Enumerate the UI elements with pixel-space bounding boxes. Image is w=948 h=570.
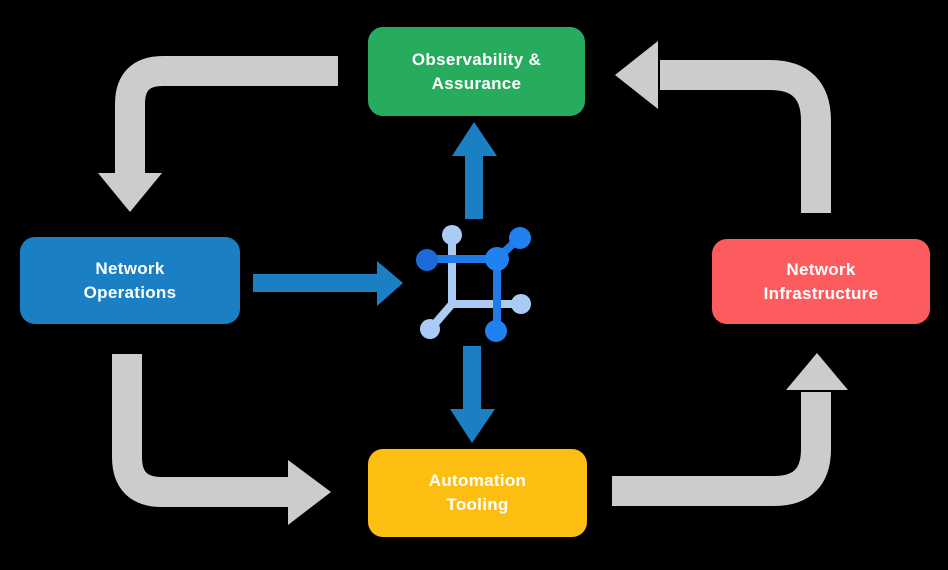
icon-node-left xyxy=(416,249,438,271)
gray-arrow-top-right-head xyxy=(615,41,658,109)
node-observability-assurance: Observability & Assurance xyxy=(368,27,585,116)
blue-arrow-up-head xyxy=(452,122,497,156)
node-network-infrastructure: Network Infrastructure xyxy=(712,239,930,324)
gray-arrow-top-left-head xyxy=(98,173,162,212)
node-automation-line1: Automation xyxy=(428,471,527,490)
blue-arrow-up xyxy=(452,122,497,219)
node-automation-line2: Tooling xyxy=(446,495,509,514)
gray-arrow-bottom-left-shaft xyxy=(112,354,290,507)
node-network-operations: Network Operations xyxy=(20,237,240,324)
gray-arrow-top-left-shaft xyxy=(115,56,338,176)
node-operations-line1: Network xyxy=(95,258,165,278)
gray-arrow-top-left xyxy=(98,56,338,212)
node-operations-line2: Operations xyxy=(83,282,177,302)
gray-arrow-bottom-right-shaft xyxy=(612,392,831,506)
node-automation-tooling: Automation Tooling xyxy=(368,449,587,537)
gray-arrow-bottom-left xyxy=(112,354,331,525)
gray-arrow-bottom-right-head xyxy=(786,353,848,390)
node-infrastructure-line2: Infrastructure xyxy=(763,283,879,303)
blue-arrow-down-head xyxy=(450,409,495,443)
blue-arrow-right-head xyxy=(377,261,403,306)
icon-node-corner xyxy=(485,247,509,271)
icon-node-bottom xyxy=(485,320,507,342)
icon-node-top xyxy=(442,225,462,245)
icon-node-top-right xyxy=(509,227,531,249)
blue-arrow-right xyxy=(253,261,403,306)
node-observability-line2: Assurance xyxy=(431,73,522,93)
gray-arrow-bottom-left-head xyxy=(288,460,331,525)
gray-arrow-bottom-right xyxy=(612,353,848,506)
gray-arrow-top-right-shaft xyxy=(660,60,831,213)
icon-node-right xyxy=(511,294,531,314)
icon-node-bottom-left xyxy=(420,319,440,339)
node-observability-line1: Observability & xyxy=(411,49,542,69)
blue-arrow-down xyxy=(450,346,495,443)
network-automation-icon xyxy=(416,225,531,342)
node-infrastructure-line1: Network xyxy=(786,259,856,279)
gray-arrow-top-right xyxy=(615,41,831,213)
